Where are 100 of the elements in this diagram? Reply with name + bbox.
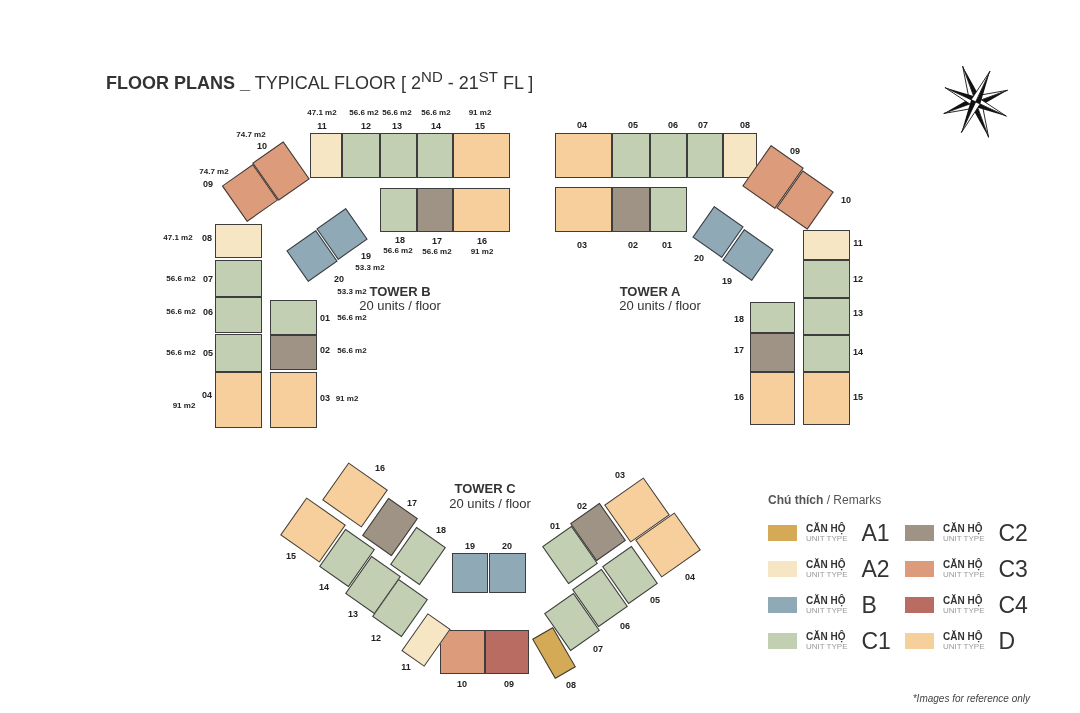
apartment-unit [452,553,488,593]
unit-number: 06 [668,120,678,130]
unit-number: 13 [348,609,358,619]
unit-number: 01 [662,240,672,250]
apartment-unit [453,133,510,178]
legend-label: CĂN HỘ UNIT TYPE B [806,593,877,617]
apartment-unit [215,333,262,372]
apartment-unit [687,133,723,178]
apartment-unit [215,297,262,333]
apartment-unit [215,224,262,258]
unit-number: 14 [853,347,863,357]
apartment-unit [612,133,650,178]
unit-number: 15 [475,121,485,131]
apartment-unit [555,133,612,178]
unit-area: 91 m2 [470,248,494,256]
unit-area: 56.6 m2 [422,248,452,256]
units-per-floor: 20 units / floor [619,297,701,313]
apartment-unit [270,335,317,370]
page-title: FLOOR PLANS _ TYPICAL FLOOR [ 2$^{ND}$ - 21$^{ST}$ FL ] [106,68,534,94]
legend-label: CĂN HỘ UNIT TYPE C3 [943,557,1028,581]
unit-number: 07 [203,274,213,284]
apartment-unit [485,630,529,674]
unit-number: 12 [361,121,371,131]
unit-area: 91 m2 [172,402,196,410]
unit-area: 56.6 m2 [383,247,413,255]
apartment-unit [380,188,417,232]
apartment-unit [270,300,317,335]
unit-area: 47.1 m2 [307,109,337,117]
unit-number: 20 [334,274,344,284]
unit-number: 18 [734,314,744,324]
unit-number: 17 [432,236,442,246]
unit-number: 14 [431,121,441,131]
unit-area: 47.1 m2 [163,234,193,242]
unit-number: 10 [457,679,467,689]
unit-area: 53.3 m2 [355,264,385,272]
apartment-unit [750,302,795,333]
unit-area: 74.7 m2 [236,131,266,139]
unit-number: 02 [628,240,638,250]
unit-area: 56.6 m2 [166,308,196,316]
unit-number: 15 [286,551,296,561]
unit-number: 11 [401,662,411,672]
unit-number: 10 [257,141,267,151]
unit-number: 03 [615,470,625,480]
unit-number: 03 [320,393,330,403]
unit-number: 20 [502,541,512,551]
unit-number: 16 [734,392,744,402]
legend-title: Chú thích / Remarks [768,493,882,507]
unit-number: 13 [853,308,863,318]
legend-label: CĂN HỘ UNIT TYPE C4 [943,593,1028,617]
apartment-unit [380,133,417,178]
tower-name: TOWER A [619,283,681,299]
apartment-unit [650,187,687,232]
apartment-unit [215,260,262,297]
unit-number: 14 [319,582,329,592]
apartment-unit [440,630,485,674]
unit-number: 02 [577,501,587,511]
unit-number: 20 [694,253,704,263]
unit-number: 16 [375,463,385,473]
legend-label: CĂN HỘ UNIT TYPE D [943,629,1016,653]
unit-number: 03 [577,240,587,250]
unit-area: 74.7 m2 [199,168,229,176]
unit-number: 17 [407,498,417,508]
apartment-unit [750,333,795,372]
unit-number: 09 [504,679,514,689]
footnote: *Images for reference only [912,693,1030,704]
unit-number: 18 [436,525,446,535]
unit-number: 19 [361,251,371,261]
apartment-unit [310,133,342,178]
unit-area: 53.3 m2 [337,288,367,296]
apartment-unit [215,372,262,428]
apartment-unit [488,553,526,593]
apartment-unit [803,230,850,260]
unit-area: 56.6 m2 [349,109,379,117]
legend-label: CĂN HỘ UNIT TYPE C1 [806,629,891,653]
apartment-unit [612,187,650,232]
apartment-unit [803,260,850,298]
tower-name: TOWER B [369,283,431,299]
unit-number: 15 [853,392,863,402]
unit-number: 19 [722,276,732,286]
apartment-unit [723,133,757,178]
unit-number: 09 [790,146,800,156]
unit-area: 56.6 m2 [382,109,412,117]
legend-label: CĂN HỘ UNIT TYPE C2 [943,521,1028,545]
unit-number: 02 [320,345,330,355]
unit-number: 08 [566,680,576,690]
legend-label: CĂN HỘ UNIT TYPE A1 [806,521,890,545]
apartment-unit [453,188,510,232]
units-per-floor: 20 units / floor [449,495,531,511]
unit-number: 06 [203,307,213,317]
apartment-unit [417,133,453,178]
unit-number: 18 [395,235,405,245]
apartment-unit [650,133,687,178]
unit-number: 12 [371,633,381,643]
unit-area: 56.6 m2 [166,349,196,357]
unit-number: 07 [593,644,603,654]
unit-number: 13 [392,121,402,131]
unit-number: 05 [628,120,638,130]
apartment-unit [555,187,612,232]
unit-number: 07 [698,120,708,130]
unit-number: 08 [740,120,750,130]
